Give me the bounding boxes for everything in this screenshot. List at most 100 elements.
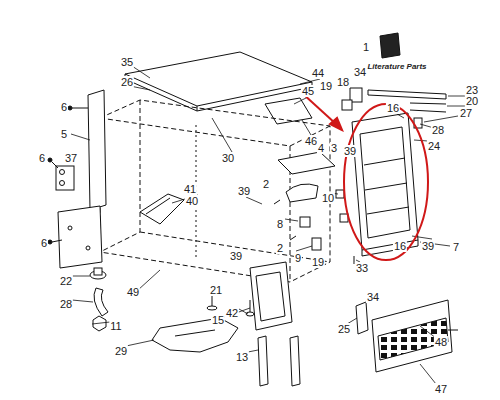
shelf-bracket bbox=[140, 194, 184, 224]
callout-number: 39 bbox=[237, 185, 251, 197]
leader-line bbox=[132, 66, 466, 122]
callout-number: 33 bbox=[355, 262, 369, 274]
callout-number: 15 bbox=[211, 314, 225, 326]
callout-number: 37 bbox=[64, 152, 78, 164]
callout-number: 48 bbox=[434, 336, 448, 348]
hinge-plate bbox=[88, 90, 106, 210]
cabinet-body bbox=[100, 100, 330, 282]
callout-number: 26 bbox=[120, 76, 134, 88]
screw bbox=[52, 240, 62, 242]
callout-number: 27 bbox=[459, 107, 473, 119]
parts-illustration bbox=[48, 33, 466, 386]
callout-number: 10 bbox=[321, 192, 335, 204]
door-frame bbox=[352, 113, 418, 250]
strip bbox=[94, 288, 108, 316]
callout-number: 9 bbox=[294, 252, 302, 264]
callout-number: 29 bbox=[114, 345, 128, 357]
callout-number: 34 bbox=[353, 66, 367, 78]
cabinet-body bbox=[100, 118, 330, 146]
callout-number: 47 bbox=[434, 383, 448, 395]
callout-number: 24 bbox=[427, 140, 441, 152]
control-bracket bbox=[312, 238, 321, 250]
cabinet-body bbox=[100, 100, 330, 282]
leader-line bbox=[71, 86, 311, 152]
callout-number: 40 bbox=[185, 195, 199, 207]
callout-number: 39 bbox=[421, 240, 435, 252]
screw bbox=[274, 200, 280, 204]
highlight-marker bbox=[302, 93, 336, 124]
trim-strip bbox=[290, 336, 300, 386]
callout-number: 39 bbox=[343, 145, 357, 157]
callout-number: 28 bbox=[431, 124, 445, 136]
leader-line bbox=[356, 124, 450, 262]
kick-plate bbox=[378, 318, 448, 360]
callout-number: 20 bbox=[465, 95, 479, 107]
screw bbox=[52, 162, 58, 168]
screw bbox=[212, 296, 213, 306]
callout-number: 25 bbox=[337, 323, 351, 335]
callout-number: 49 bbox=[126, 286, 140, 298]
leveling-foot bbox=[94, 268, 102, 275]
callout-number: 42 bbox=[225, 307, 239, 319]
callout-number: 11 bbox=[109, 320, 122, 332]
screw bbox=[48, 240, 52, 244]
callout-number: 6 bbox=[40, 237, 48, 249]
door-gasket bbox=[256, 272, 285, 321]
control-bracket bbox=[278, 152, 348, 250]
kick-plate bbox=[356, 302, 368, 334]
callout-number: 19 bbox=[319, 80, 333, 92]
shelf-bracket bbox=[140, 194, 184, 224]
trim-strip bbox=[258, 336, 268, 386]
callout-number: 1 bbox=[362, 41, 370, 53]
callout-number: 22 bbox=[59, 275, 73, 287]
literature-booklet bbox=[380, 33, 400, 58]
leader-line bbox=[71, 66, 466, 384]
screw bbox=[48, 158, 52, 162]
top-panel bbox=[197, 106, 198, 111]
callout-number: 6 bbox=[60, 101, 68, 113]
side-bracket bbox=[58, 206, 102, 268]
callout-number: 6 bbox=[38, 152, 46, 164]
hinge bbox=[56, 166, 74, 190]
callout-number: 13 bbox=[235, 351, 249, 363]
control-bracket bbox=[278, 152, 335, 174]
door-frame bbox=[352, 113, 418, 256]
hinge bbox=[60, 170, 65, 175]
callout-number: 39 bbox=[229, 250, 243, 262]
side-bracket bbox=[58, 206, 102, 268]
screw bbox=[290, 236, 296, 240]
callout-number: 18 bbox=[336, 76, 350, 88]
callout-number: 34 bbox=[366, 291, 380, 303]
screw bbox=[72, 108, 88, 109]
literature-label: Literature Parts bbox=[366, 62, 427, 71]
door-gasket bbox=[250, 262, 292, 330]
leveling-foot bbox=[90, 268, 106, 279]
callout-number: 44 bbox=[311, 67, 325, 79]
callout-number: 35 bbox=[120, 56, 134, 68]
hinge-plate bbox=[88, 90, 106, 210]
callout-number: 16 bbox=[386, 102, 400, 114]
drain-pan bbox=[175, 330, 215, 336]
literature-booklet bbox=[380, 33, 400, 58]
control-bracket bbox=[300, 217, 310, 227]
callout-number: 4 bbox=[317, 142, 325, 154]
callout-number: 5 bbox=[60, 128, 68, 140]
screw bbox=[250, 300, 251, 312]
callout-number: 28 bbox=[59, 298, 73, 310]
callout-number: 16 bbox=[393, 240, 407, 252]
kick-plate bbox=[356, 300, 458, 372]
side-bracket bbox=[86, 246, 90, 250]
door-hinge-parts bbox=[410, 103, 446, 112]
highlight-marker bbox=[302, 93, 428, 260]
screw bbox=[68, 106, 72, 110]
screw bbox=[48, 106, 88, 244]
door-gasket bbox=[250, 262, 292, 330]
screw bbox=[207, 200, 354, 316]
hinge bbox=[60, 181, 65, 186]
callout-number: 45 bbox=[301, 85, 315, 97]
kick-plate bbox=[448, 330, 458, 331]
control-bracket bbox=[286, 184, 318, 202]
control-bracket bbox=[340, 214, 348, 222]
trim-strip bbox=[258, 336, 300, 386]
